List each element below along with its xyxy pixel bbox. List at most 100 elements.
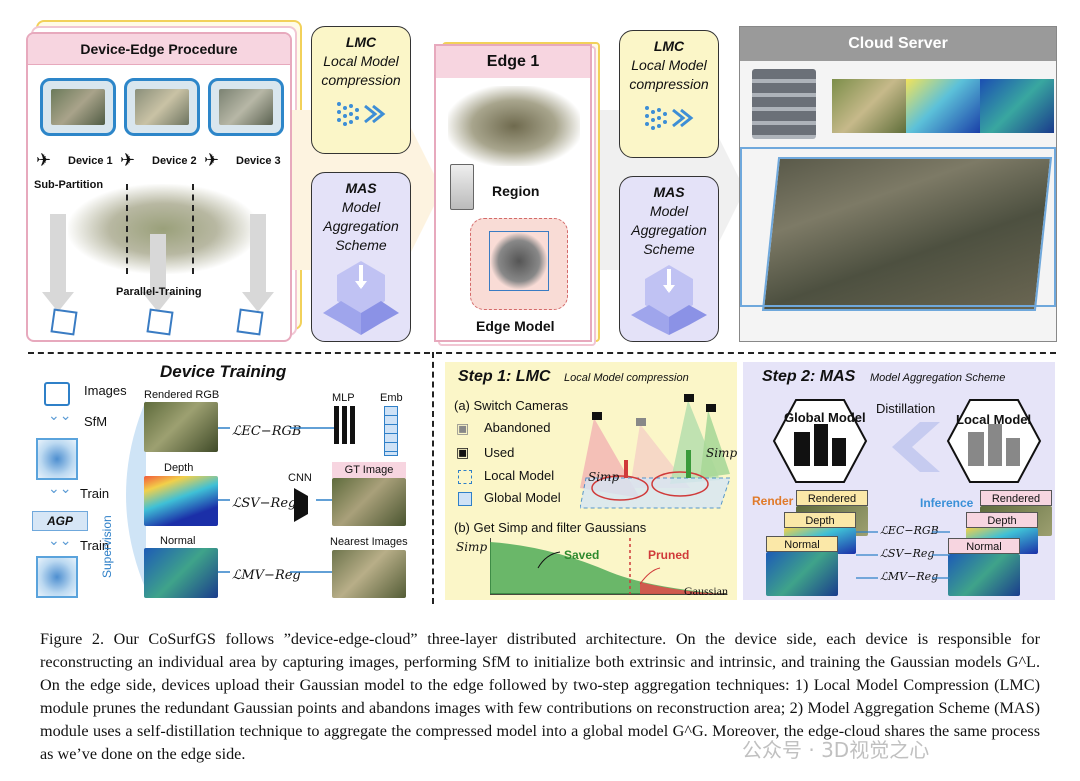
mas-box-2: MAS Model Aggregation Scheme	[619, 176, 719, 342]
mas-line1: Model	[341, 199, 381, 215]
rendered-rgb-label: Rendered RGB	[144, 389, 220, 401]
mas-loss-arrows	[856, 531, 950, 579]
device-3-label: Device 3	[236, 155, 281, 167]
depth-tag-left: Depth	[784, 512, 856, 528]
partition-divider	[192, 184, 194, 274]
depth-image	[144, 476, 218, 526]
camera-icon: ▣	[456, 444, 470, 460]
pruned-label: Pruned	[648, 548, 690, 562]
device-edge-panel: Device-Edge Procedure ✈ Device 1 ✈ Devic…	[26, 32, 292, 342]
normal-tag-left: Normal	[766, 536, 838, 552]
aggregation-icon	[323, 261, 399, 335]
mlp-bars	[334, 406, 356, 444]
device-1-label: Device 1	[68, 155, 113, 167]
device-1-view	[40, 78, 116, 136]
region-label: Region	[492, 183, 540, 199]
global-model-swatch	[458, 492, 472, 506]
sfm-label: SfM	[84, 414, 108, 429]
section-divider	[432, 352, 434, 604]
s-imp-label-1: Simp	[588, 470, 620, 484]
edge-point-cloud	[448, 86, 580, 166]
drone-icon: ✈	[120, 150, 136, 170]
lmc-line1: Local Model	[631, 57, 707, 73]
parallel-training-label: Parallel-Training	[116, 286, 202, 298]
mas-line3: Scheme	[643, 241, 695, 257]
chevron-down-icon: ⌄⌄	[48, 480, 72, 496]
global-model-hex	[772, 399, 868, 483]
cnn-label: CNN	[288, 472, 312, 484]
figure-caption: Figure 2. Our CoSurfGS follows ”device-e…	[40, 628, 1040, 766]
train-label-2: Train	[80, 538, 110, 553]
images-icon	[44, 382, 70, 406]
nearest-images-label: Nearest Images	[330, 536, 408, 548]
render-normal-right	[948, 554, 1020, 596]
cloud-preview-depth	[906, 79, 980, 133]
edge-model-cube	[489, 231, 549, 291]
lmc-abbr: LMC	[345, 34, 377, 50]
filter-gaussians-label: (b) Get Simp and filter Gaussians	[454, 520, 647, 535]
drone-icon: ✈	[204, 150, 220, 170]
supervision-label: Supervision	[100, 515, 114, 578]
importance-curve	[490, 538, 726, 595]
device-edge-title: Device-Edge Procedure	[28, 34, 290, 65]
mas-line3: Scheme	[335, 237, 387, 253]
mas-loss-sv: ℒSV−Reg	[880, 547, 935, 560]
drone-icon: ✈	[36, 150, 52, 170]
step1-title: Step 1: LMC	[458, 368, 551, 385]
cube-icon	[236, 308, 264, 336]
edge-panel: Edge 1 Region Edge Model	[434, 44, 592, 342]
point-cube-icon	[36, 438, 78, 480]
caption-text: Figure 2. Our CoSurfGS follows ”device-e…	[40, 630, 1040, 763]
lmc-box-2: LMC Local Model compression	[619, 30, 719, 158]
mas-loss-ec: ℒEC−RGB	[880, 524, 939, 537]
device-training-title: Device Training	[160, 362, 287, 381]
mas-box-1: MAS Model Aggregation Scheme	[311, 172, 411, 342]
loss-ec-rgb: ℒEC−RGB	[232, 424, 302, 439]
loss-sv-reg: ℒSV−Reg	[232, 496, 297, 511]
supervision-fan	[126, 400, 146, 590]
render-label: Render	[752, 494, 794, 508]
mas-line1: Model	[649, 203, 689, 219]
rendered-rgb-image	[144, 402, 218, 452]
used-label: Used	[484, 445, 515, 460]
normal-image	[144, 548, 218, 598]
normal-label: Normal	[160, 535, 196, 547]
mlp-label: MLP	[332, 392, 355, 404]
depth-tag-right: Depth	[966, 512, 1038, 528]
server-icon	[450, 164, 474, 210]
local-model-swatch	[458, 470, 472, 484]
section-divider	[436, 352, 1056, 354]
nearest-images	[332, 550, 406, 598]
cnn-icon	[294, 488, 308, 522]
cloud-title: Cloud Server	[740, 27, 1056, 61]
mas-loss-mv: ℒMV−Reg	[880, 570, 939, 583]
device-2-label: Device 2	[152, 155, 197, 167]
images-label: Images	[84, 383, 127, 398]
abandoned-label: Abandoned	[484, 420, 551, 435]
cube-icon	[50, 308, 78, 336]
train-label-1: Train	[80, 486, 110, 501]
cloud-scene-frame	[740, 147, 1056, 307]
chevron-down-icon: ⌄⌄	[48, 532, 72, 548]
gt-image	[332, 478, 406, 526]
s-imp-axis-label: Simp	[456, 540, 488, 554]
edge-model-label: Edge Model	[476, 318, 555, 334]
inference-label: Inference	[920, 496, 974, 510]
depth-label: Depth	[164, 462, 194, 474]
lmc-line2: compression	[629, 76, 709, 92]
lmc-line2: compression	[321, 72, 401, 88]
rendered-rgb-tag-left: Rendered RGB	[796, 490, 868, 521]
compression-icon	[337, 102, 386, 126]
saved-label: Saved	[564, 548, 600, 562]
local-model-label: Local Model	[484, 468, 555, 483]
loss-mv-reg: ℒMV−Reg	[232, 568, 301, 583]
global-model-label: Global Model	[784, 410, 866, 425]
rendered-rgb-tag-right: Rendered RGB	[980, 490, 1052, 521]
mas-line2: Aggregation	[631, 222, 707, 238]
lmc-line1: Local Model	[323, 53, 399, 69]
gt-image-label: GT Image	[332, 462, 406, 478]
normal-tag-right: Normal	[948, 538, 1020, 554]
distillation-arrow	[892, 422, 940, 472]
mas-abbr: MAS	[653, 184, 685, 200]
camera-frusta	[580, 394, 731, 509]
